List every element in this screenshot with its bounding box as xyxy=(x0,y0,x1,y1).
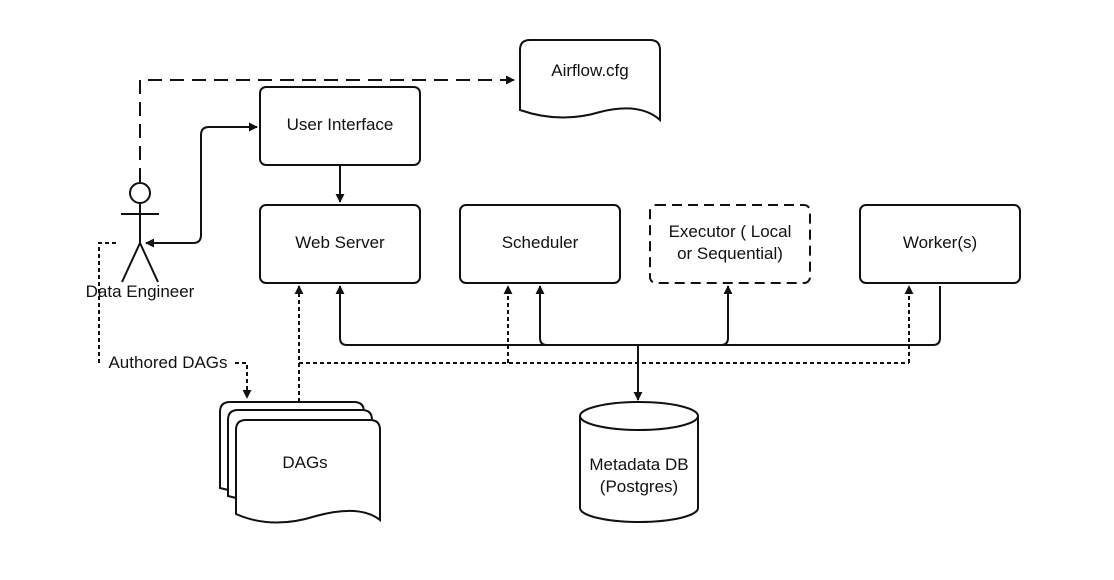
dags-document-stack xyxy=(219,401,381,524)
metadata-db-node: Metadata DB (Postgres) xyxy=(579,401,699,523)
data-engineer-label: Data Engineer xyxy=(86,282,195,301)
edge-db-bus-executor xyxy=(638,285,733,346)
metadata-db-label-line1: Metadata DB xyxy=(589,455,688,474)
scheduler-node: Scheduler xyxy=(459,204,621,284)
edge-db-bus-scheduler xyxy=(535,285,638,346)
web-server-node: Web Server xyxy=(259,204,421,284)
workers-node: Worker(s) xyxy=(859,204,1021,284)
actor-head xyxy=(129,182,151,204)
workers-label: Worker(s) xyxy=(903,233,977,252)
edge-authored-dags xyxy=(98,242,252,399)
dags-label: DAGs xyxy=(282,453,327,472)
web-server-label: Web Server xyxy=(295,233,385,252)
authored-dags-label: Authored DAGs xyxy=(108,353,227,372)
edge-engineer-to-airflow-cfg xyxy=(139,75,515,182)
user-interface-node: User Interface xyxy=(259,86,421,166)
edge-engineer-user-interface xyxy=(145,122,258,248)
edge-db-bus-web-server xyxy=(335,285,638,346)
airflow-cfg-document: Airflow.cfg xyxy=(519,39,661,123)
executor-label-line1: Executor ( Local xyxy=(669,222,792,241)
scheduler-label: Scheduler xyxy=(502,233,579,252)
edge-workers-to-bus xyxy=(638,286,941,346)
user-interface-label: User Interface xyxy=(287,115,394,134)
airflow-cfg-label: Airflow.cfg xyxy=(551,61,628,80)
metadata-db-label-line2: (Postgres) xyxy=(600,477,678,496)
data-engineer-actor xyxy=(121,182,159,283)
authored-dags-label-bg xyxy=(101,352,235,374)
executor-node: Executor ( Local or Sequential) xyxy=(649,204,811,284)
executor-label-line2: or Sequential) xyxy=(677,244,783,263)
